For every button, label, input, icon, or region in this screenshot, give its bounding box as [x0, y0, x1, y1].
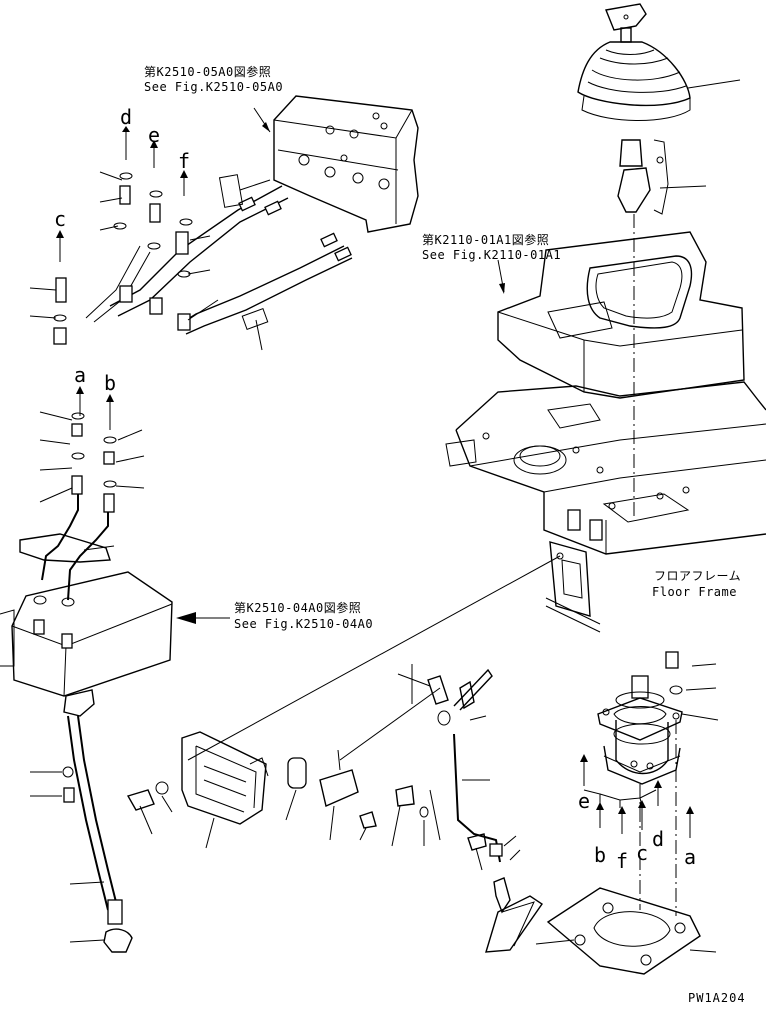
port-letter-d-right: d [652, 827, 664, 851]
port-arrows [56, 126, 694, 838]
port-letter-e-right: e [578, 789, 590, 813]
lower-valve-block [0, 411, 173, 953]
ref-upper-valve-en: See Fig.K2510-05A0 [144, 80, 283, 94]
port-letter-f-right: f [616, 849, 628, 873]
floor-frame-label-en: Floor Frame [652, 585, 737, 599]
port-letter-a-mid: a [74, 363, 86, 387]
ref-lower-valve-jp: 第K2510-04A0図参照 [234, 600, 361, 615]
ref-upper-valve-jp: 第K2510-05A0図参照 [144, 64, 271, 79]
port-letter-e-top: e [148, 123, 160, 147]
port-letter-b-mid: b [104, 371, 116, 395]
pilot-valve-assembly [535, 651, 719, 975]
port-letter-f-top: f [178, 149, 190, 173]
lever-knob-assembly [577, 3, 741, 520]
floor-frame-label-jp: フロアフレーム [654, 569, 741, 583]
pedal-linkage-parts [126, 664, 543, 953]
port-letter-c-right: c [636, 841, 648, 865]
ref-frame-jp: 第K2110-01A1図参照 [422, 232, 549, 247]
port-letter-b-right: b [594, 843, 606, 867]
reference-arrows [176, 107, 505, 624]
ref-frame-en: See Fig.K2110-01A1 [422, 248, 561, 262]
upper-valve-block [29, 95, 419, 351]
ref-lower-valve-en: See Fig.K2510-04A0 [234, 617, 373, 631]
port-letter-a-right: a [684, 845, 696, 869]
floor-frame-drawing [187, 231, 766, 761]
port-letter-c-top: c [54, 207, 66, 231]
port-letter-d-top: d [120, 105, 132, 129]
drawing-code: PW1A204 [688, 991, 746, 1005]
